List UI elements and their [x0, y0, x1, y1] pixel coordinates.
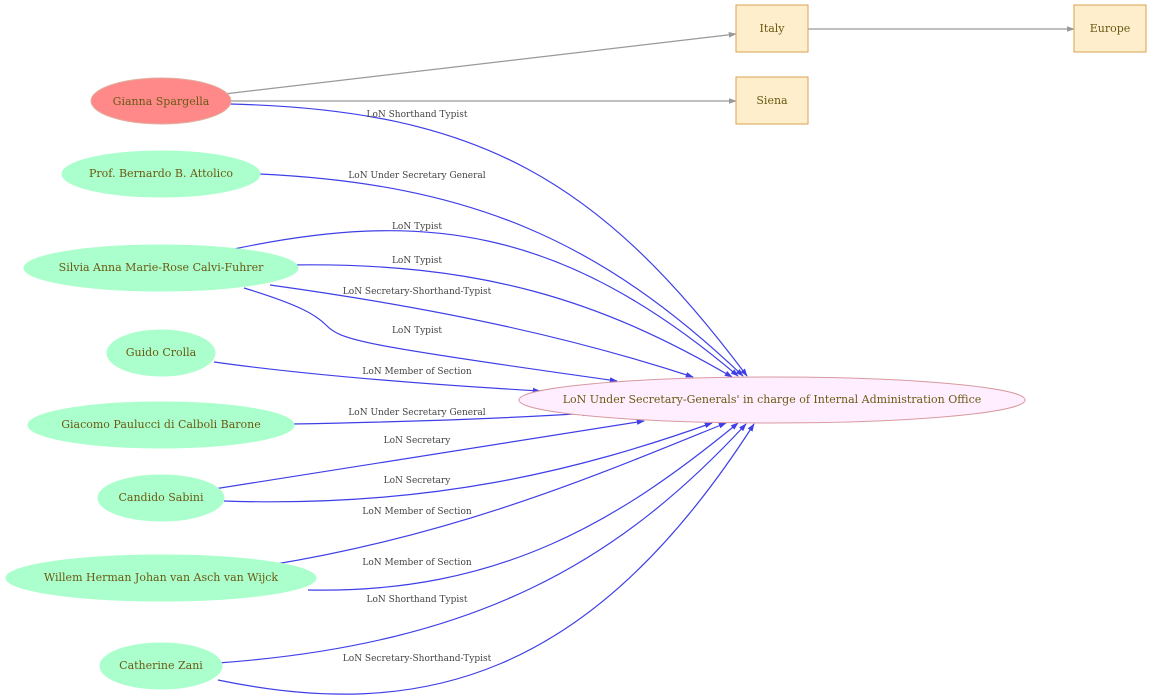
edge-label: LoN Shorthand Typist [367, 110, 468, 120]
edge-zani-office-1 [217, 423, 747, 664]
edge-label: LoN Secretary-Shorthand-Typist [343, 654, 492, 664]
node-siena[interactable]: Siena [735, 76, 809, 125]
edge-label: LoN Under Secretary General [348, 408, 485, 418]
node-label: LoN Under Secretary-Generals' in charge … [563, 393, 982, 406]
edge-label: LoN Member of Section [362, 558, 472, 568]
node-label: Willem Herman Johan van Asch van Wijck [44, 571, 279, 584]
node-guido-crolla[interactable]: Guido Crolla [106, 329, 216, 377]
edge-label: LoN Member of Section [362, 507, 472, 517]
edge-label: LoN Under Secretary General [348, 171, 485, 181]
edge-zani-office-2 [217, 423, 755, 695]
node-bernardo-attolico[interactable]: Prof. Bernardo B. Attolico [61, 150, 261, 198]
edges-layer [213, 26, 1075, 695]
node-label: Europe [1090, 22, 1131, 35]
nodes-layer: Gianna Spargella Prof. Bernardo B. Attol… [5, 4, 1147, 690]
edge-label: LoN Secretary [384, 436, 452, 446]
edge-crolla-office [213, 361, 541, 394]
node-giacomo-paulucci[interactable]: Giacomo Paulucci di Calboli Barone [27, 401, 295, 449]
edge-label: LoN Typist [392, 326, 442, 336]
edge-vanasch-office-2 [307, 422, 739, 591]
node-willem-van-asch[interactable]: Willem Herman Johan van Asch van Wijck [5, 554, 317, 602]
node-label: Prof. Bernardo B. Attolico [89, 167, 233, 180]
edge-calvi-office-1 [233, 230, 739, 377]
node-candido-sabini[interactable]: Candido Sabini [97, 474, 225, 522]
edge-calvi-office-4 [243, 287, 618, 383]
node-gianna-spargella[interactable]: Gianna Spargella [90, 77, 232, 125]
edge-sabini-office-1 [213, 419, 645, 490]
node-europe[interactable]: Europe [1073, 4, 1147, 53]
node-catherine-zani[interactable]: Catherine Zani [99, 642, 223, 690]
edge-attolico-office [259, 173, 744, 377]
edge-label: LoN Typist [392, 256, 442, 266]
edge-gianna-office [229, 103, 748, 377]
edge-calvi-office-2 [289, 264, 733, 378]
node-label: Silvia Anna Marie-Rose Calvi-Fuhrer [59, 261, 264, 274]
node-label: Italy [759, 22, 785, 35]
node-internal-administration-office[interactable]: LoN Under Secretary-Generals' in charge … [518, 376, 1026, 424]
edge-label: LoN Shorthand Typist [367, 595, 468, 605]
edge-paulucci-office [291, 410, 591, 425]
node-label: Candido Sabini [118, 491, 204, 504]
edge-label: LoN Member of Section [362, 367, 472, 377]
edge-vanasch-office-1 [269, 422, 727, 566]
edge-labels-layer: LoN Shorthand Typist LoN Under Secretary… [343, 110, 492, 664]
edge-label: LoN Typist [392, 222, 442, 232]
node-label: Giacomo Paulucci di Calboli Barone [61, 418, 261, 431]
node-label: Guido Crolla [126, 346, 197, 359]
node-label: Siena [756, 94, 788, 107]
edge-label: LoN Secretary-Shorthand-Typist [343, 287, 492, 297]
node-italy[interactable]: Italy [735, 4, 809, 53]
edge-gianna-italy [223, 32, 737, 95]
node-label: Gianna Spargella [113, 95, 210, 108]
edge-label: LoN Secretary [384, 476, 452, 486]
node-silvia-calvi-fuhrer[interactable]: Silvia Anna Marie-Rose Calvi-Fuhrer [23, 244, 299, 292]
node-label: Catherine Zani [119, 659, 203, 672]
edge-calvi-office-3 [269, 284, 694, 378]
edge-sabini-office-2 [223, 422, 713, 503]
